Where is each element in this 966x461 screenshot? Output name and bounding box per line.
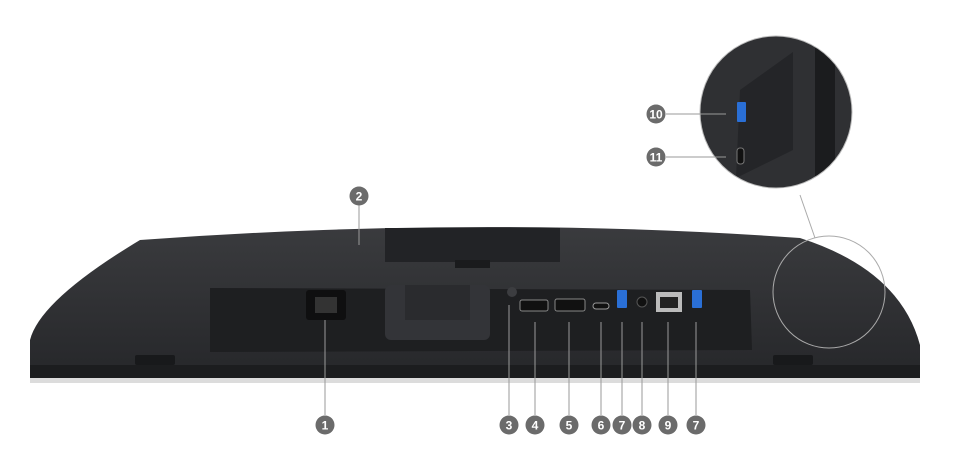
usb-a-port xyxy=(692,290,702,308)
callout-number: 5 xyxy=(566,419,573,433)
callout-badge xyxy=(658,415,678,435)
callout-power: 1 xyxy=(315,415,335,435)
callout-badge xyxy=(525,415,545,435)
callout-badge xyxy=(632,415,652,435)
callout-number: 10 xyxy=(649,108,663,122)
callout-badge xyxy=(499,415,519,435)
callout-ethernet: 9 xyxy=(658,415,678,435)
callout-number: 2 xyxy=(356,190,363,204)
callout-number: 6 xyxy=(598,419,605,433)
callout-hdmi: 4 xyxy=(525,415,545,435)
side-usb-c-port xyxy=(736,147,745,165)
callout-number: 7 xyxy=(619,419,626,433)
callout-stand-lock: 3 xyxy=(499,415,519,435)
callout-side-usb-c: 11 xyxy=(646,147,666,167)
usb-a-port xyxy=(617,290,627,308)
callout-displayport: 5 xyxy=(559,415,579,435)
callout-badge xyxy=(349,186,369,206)
callout-badge xyxy=(315,415,335,435)
usb-c-port xyxy=(592,302,610,310)
callout-audio-out: 8 xyxy=(632,415,652,435)
stand-mount xyxy=(385,228,560,262)
callout-usb-a-1: 7 xyxy=(612,415,632,435)
displayport-port xyxy=(554,298,586,312)
callout-number: 8 xyxy=(639,419,646,433)
monitor-bezel-edge xyxy=(30,365,920,379)
callout-usb-a-2: 7 xyxy=(686,415,706,435)
callout-badge xyxy=(591,415,611,435)
callout-badge xyxy=(686,415,706,435)
side-ports-detail xyxy=(700,36,852,188)
callout-number: 1 xyxy=(322,419,329,433)
callout-number: 11 xyxy=(650,151,663,165)
callout-side-usb-a: 10 xyxy=(646,104,666,124)
callout-badge xyxy=(559,415,579,435)
callout-usb-c-upstream: 6 xyxy=(591,415,611,435)
callout-lock-slot: 2 xyxy=(349,186,369,206)
stand-lock-screw xyxy=(507,287,517,297)
callout-badge xyxy=(612,415,632,435)
callout-badge xyxy=(646,104,666,124)
callout-number: 3 xyxy=(506,419,513,433)
audio-port xyxy=(636,296,648,308)
callout-number: 4 xyxy=(532,419,539,433)
callout-badge xyxy=(646,147,666,167)
callout-number: 7 xyxy=(693,419,700,433)
detail-source-circle xyxy=(772,235,886,349)
leader-lines xyxy=(324,113,726,415)
side-usb-a-port xyxy=(737,102,746,122)
hdmi-port xyxy=(519,299,549,312)
callout-number: 9 xyxy=(665,419,672,433)
